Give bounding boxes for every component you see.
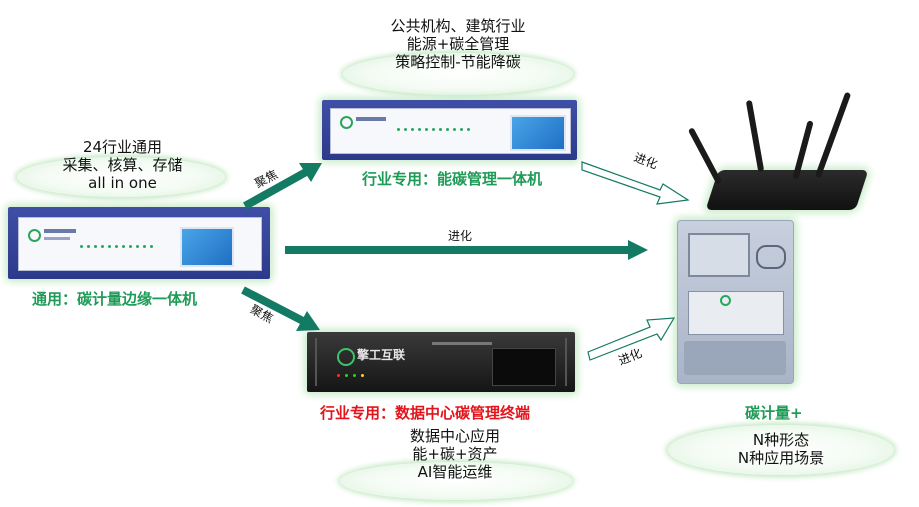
arrow-label-evolve-middle: 进化 — [448, 229, 473, 243]
arrow-label-focus-top: 聚焦 — [252, 167, 281, 191]
brand-logo-icon — [337, 348, 355, 366]
left-caption: 通用：碳计量边缘一体机 — [32, 290, 198, 308]
antenna-icon — [814, 91, 852, 179]
left-line-1: 24行业通用 — [82, 138, 163, 156]
top-oval — [343, 53, 573, 95]
bottom-line-1: 数据中心应用 — [409, 427, 500, 445]
router-device — [705, 170, 869, 210]
right-caption: 碳计量+ — [745, 404, 803, 422]
right-line-2: N种应用场景 — [737, 449, 825, 467]
bottom-line-2: 能+碳+资产 — [412, 445, 498, 463]
energy-carbon-device — [322, 100, 577, 160]
left-line-3: all in one — [88, 174, 157, 192]
bottom-caption: 行业专用：数据中心碳管理终端 — [320, 404, 531, 422]
left-description: 24行业通用 采集、核算、存储 all in one — [20, 138, 225, 192]
left-line-2: 采集、核算、存储 — [62, 156, 183, 174]
arrow-label-evolve-bottom: 进化 — [616, 345, 644, 368]
right-line-1: N种形态 — [752, 431, 810, 449]
meter-logo-icon — [720, 295, 731, 306]
right-oval — [668, 425, 894, 475]
right-description: N种形态 N种应用场景 — [668, 431, 894, 467]
brand-name: 擎工互联 — [357, 348, 406, 362]
datacenter-terminal: 擎工互联 — [307, 332, 575, 392]
top-description: 公共机构、建筑行业 能源+碳全管理 策略控制-节能降碳 — [330, 17, 586, 71]
bottom-oval — [340, 462, 572, 500]
top-line-2: 能源+碳全管理 — [406, 35, 510, 53]
arrow-evolve-top — [581, 161, 690, 205]
smart-meter — [677, 220, 794, 384]
device-logo-icon — [28, 229, 41, 242]
device-screen — [492, 348, 556, 386]
arrow-label-focus-bottom: 聚焦 — [247, 302, 276, 326]
device-screen — [180, 227, 234, 267]
top-caption: 行业专用：能碳管理一体机 — [362, 170, 543, 188]
left-oval — [17, 157, 225, 197]
meter-buttons-icon — [756, 245, 786, 269]
top-line-3: 策略控制-节能降碳 — [395, 53, 521, 71]
device-screen — [510, 115, 566, 151]
antenna-icon — [745, 100, 765, 172]
antenna-icon — [687, 127, 723, 185]
top-line-1: 公共机构、建筑行业 — [390, 17, 526, 35]
device-logo-icon — [340, 116, 353, 129]
bottom-description: 数据中心应用 能+碳+资产 AI智能运维 — [330, 427, 580, 481]
edge-carbon-device — [8, 207, 270, 279]
meter-display — [688, 233, 750, 277]
bottom-line-3: AI智能运维 — [417, 463, 493, 481]
arrow-label-evolve-top: 进化 — [632, 150, 660, 172]
